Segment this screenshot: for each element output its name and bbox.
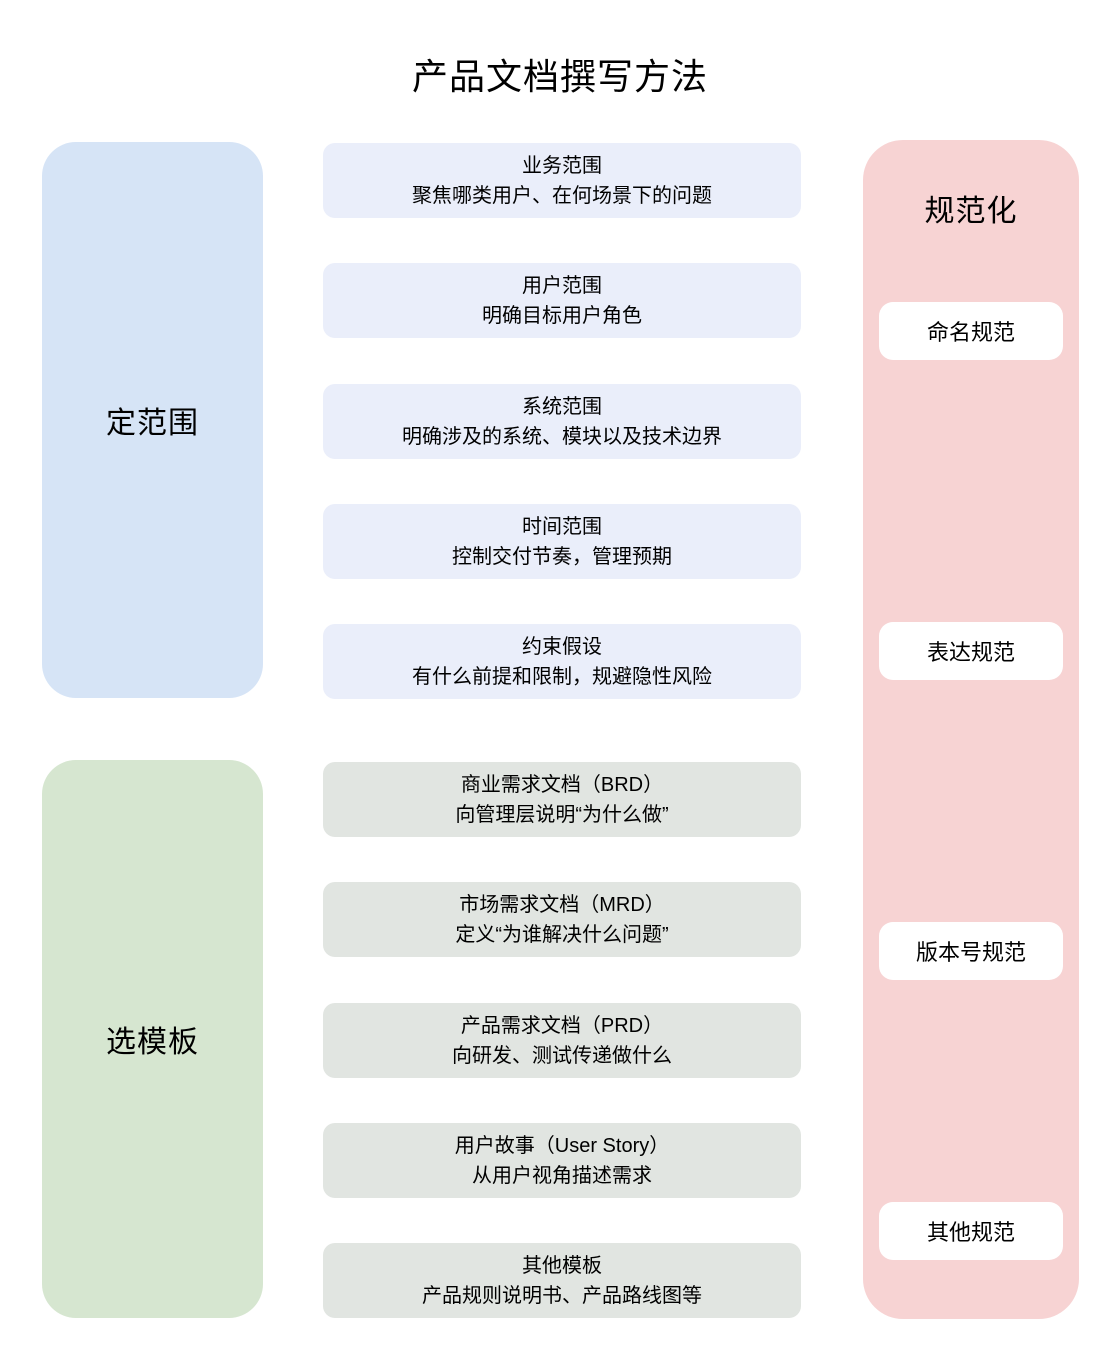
scope-item-title: 约束假设 [522, 635, 602, 658]
template-group-box: 选模板 [42, 760, 263, 1318]
scope-item-title: 系统范围 [522, 395, 602, 418]
template-item-title: 其他模板 [522, 1254, 602, 1277]
scope-item-subtitle: 明确涉及的系统、模块以及技术边界 [402, 425, 722, 448]
standards-item-label: 表达规范 [926, 640, 1015, 665]
standards-item-label: 其他规范 [926, 1220, 1015, 1245]
scope-item-constraints: 约束假设 有什么前提和限制，规避隐性风险 [323, 624, 801, 699]
scope-item-business: 业务范围 聚焦哪类用户、在何场景下的问题 [323, 143, 801, 218]
template-group-label: 选模板 [106, 1026, 199, 1059]
template-item-subtitle: 向管理层说明“为什么做” [455, 803, 669, 826]
scope-item-subtitle: 聚焦哪类用户、在何场景下的问题 [412, 184, 712, 207]
scope-item-title: 业务范围 [522, 154, 602, 177]
template-item-title: 市场需求文档（MRD） [459, 893, 665, 916]
scope-group-box: 定范围 [42, 142, 263, 698]
template-item-user-story: 用户故事（User Story） 从用户视角描述需求 [323, 1123, 801, 1198]
standards-panel-label: 规范化 [924, 195, 1018, 228]
template-item-subtitle: 产品规则说明书、产品路线图等 [422, 1284, 702, 1307]
template-item-other: 其他模板 产品规则说明书、产品路线图等 [323, 1243, 801, 1318]
template-item-subtitle: 向研发、测试传递做什么 [452, 1044, 672, 1067]
template-item-title: 用户故事（User Story） [454, 1134, 670, 1157]
scope-item-time: 时间范围 控制交付节奏，管理预期 [323, 504, 801, 579]
template-item-title: 产品需求文档（PRD） [460, 1014, 664, 1037]
template-item-subtitle: 从用户视角描述需求 [472, 1164, 652, 1187]
standards-item-other: 其他规范 [879, 1202, 1063, 1260]
page-title: 产品文档撰写方法 [411, 56, 708, 97]
scope-group-label: 定范围 [106, 407, 199, 440]
scope-item-title: 用户范围 [522, 274, 602, 297]
scope-item-subtitle: 有什么前提和限制，规避隐性风险 [412, 665, 712, 688]
template-item-title: 商业需求文档（BRD） [460, 773, 664, 796]
scope-item-system: 系统范围 明确涉及的系统、模块以及技术边界 [323, 384, 801, 459]
standards-item-version: 版本号规范 [879, 922, 1063, 980]
scope-item-user: 用户范围 明确目标用户角色 [323, 263, 801, 338]
template-item-subtitle: 定义“为谁解决什么问题” [455, 923, 669, 946]
template-item-brd: 商业需求文档（BRD） 向管理层说明“为什么做” [323, 762, 801, 837]
standards-item-naming: 命名规范 [879, 302, 1063, 360]
template-item-prd: 产品需求文档（PRD） 向研发、测试传递做什么 [323, 1003, 801, 1078]
standards-panel: 规范化 命名规范 表达规范 版本号规范 其他规范 [863, 140, 1079, 1319]
standards-item-label: 版本号规范 [915, 940, 1026, 965]
template-item-mrd: 市场需求文档（MRD） 定义“为谁解决什么问题” [323, 882, 801, 957]
scope-item-subtitle: 控制交付节奏，管理预期 [452, 545, 672, 568]
standards-item-expression: 表达规范 [879, 622, 1063, 680]
scope-item-title: 时间范围 [522, 515, 602, 538]
standards-item-label: 命名规范 [926, 320, 1015, 345]
scope-item-subtitle: 明确目标用户角色 [482, 304, 642, 327]
